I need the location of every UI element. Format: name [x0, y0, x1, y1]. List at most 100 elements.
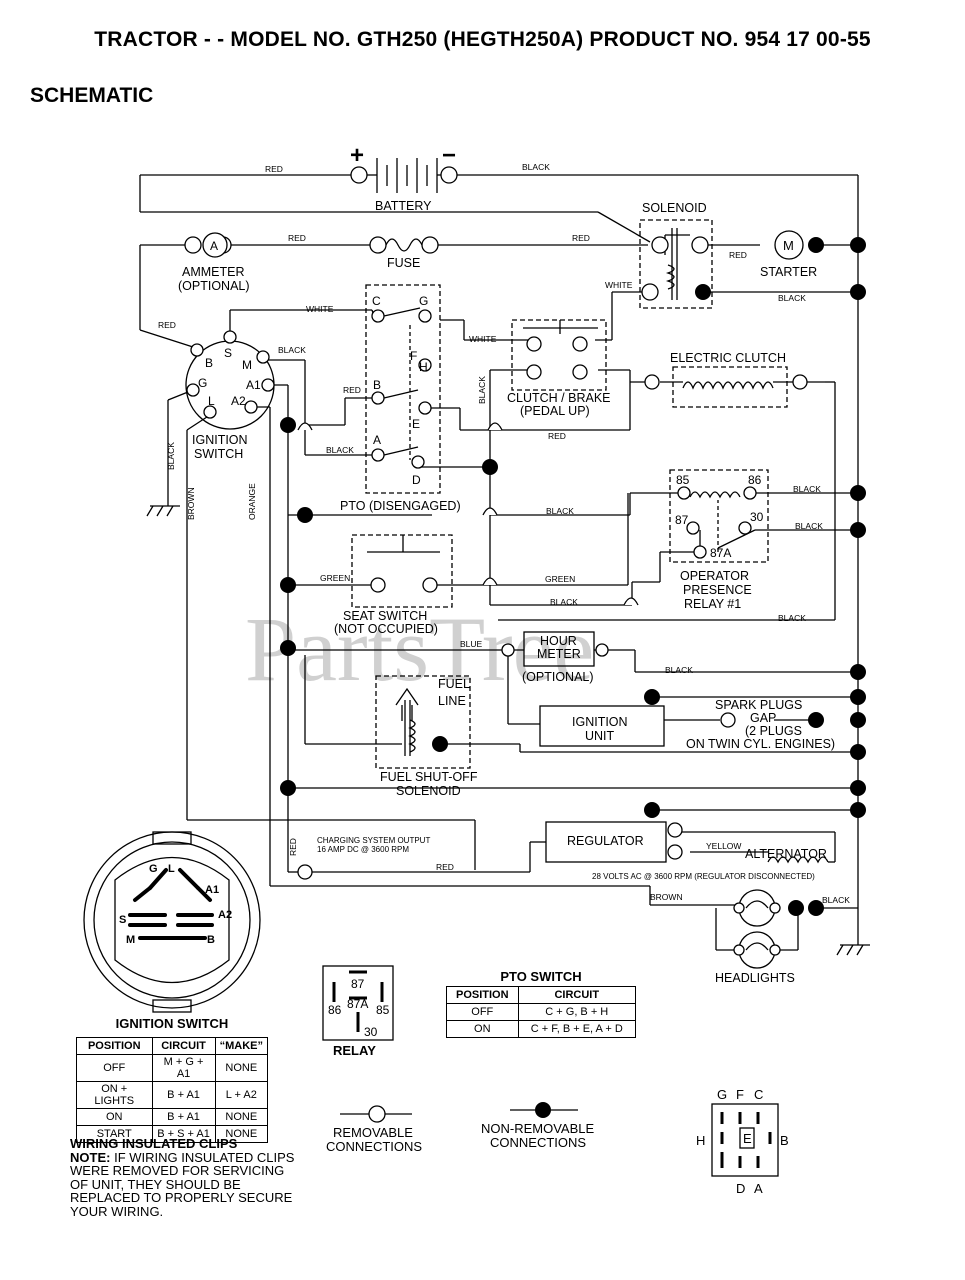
- pto-face-g: G: [717, 1087, 727, 1102]
- ign-terminal-g: G: [198, 376, 207, 390]
- pto-switch-label: PTO (DISENGAGED): [340, 499, 461, 513]
- table-cell: START: [76, 1125, 153, 1143]
- legend-nonremovable-2: CONNECTIONS: [490, 1135, 586, 1150]
- ign-face-a2: A2: [218, 909, 232, 921]
- table-cell: B + A1: [151, 1081, 216, 1109]
- relay-terminal-87: 87: [675, 513, 689, 527]
- charging-output-label: CHARGING SYSTEM OUTPUT: [317, 836, 430, 845]
- legend-removable: REMOVABLE: [333, 1125, 413, 1140]
- table-cell: B + S + A1: [151, 1125, 216, 1143]
- table-header: “MAKE”: [214, 1037, 269, 1055]
- pto-terminal-g: G: [419, 294, 428, 308]
- pto-terminal-a: A: [373, 433, 381, 447]
- table-cell: ON + LIGHTS: [76, 1081, 153, 1109]
- clutch-brake-label-2: (PEDAL UP): [520, 404, 590, 418]
- wire-label-black: BLACK: [522, 162, 550, 172]
- ignition-unit-label: IGNITION: [572, 715, 628, 729]
- relay-label: OPERATOR: [680, 569, 749, 583]
- table-cell: ON: [446, 1020, 519, 1038]
- relay-pin-87a: 87A: [347, 997, 368, 1011]
- wire-label-black: BLACK: [778, 613, 806, 623]
- pto-terminal-d: D: [412, 473, 421, 487]
- ign-terminal-l: L: [208, 394, 215, 408]
- wire-label-black: BLACK: [665, 665, 693, 675]
- table-header: POSITION: [446, 986, 519, 1004]
- pto-face-f: F: [736, 1087, 744, 1102]
- wire-label-black: BLACK: [778, 293, 806, 303]
- pto-face-e: E: [743, 1131, 752, 1146]
- wiring-note-text: IF WIRING INSULATED CLIPS WERE REMOVED F…: [70, 1149, 295, 1219]
- fuel-line-label-2: LINE: [438, 694, 466, 708]
- relay-label-3: RELAY #1: [684, 597, 741, 611]
- wire-label-white: WHITE: [605, 280, 633, 290]
- table-row: ON C + F, B + E, A + D: [446, 1020, 637, 1038]
- wire-label-red: RED: [436, 862, 454, 872]
- battery-positive-sign: +: [350, 142, 364, 169]
- schematic-heading: SCHEMATIC: [30, 84, 154, 107]
- table-header: CIRCUIT: [151, 1037, 216, 1055]
- alternator-note: 28 VOLTS AC @ 3600 RPM (REGULATOR DISCON…: [592, 872, 815, 881]
- ign-terminal-a1: A1: [246, 378, 261, 392]
- pto-face-h: H: [696, 1133, 705, 1148]
- battery-label: BATTERY: [375, 199, 432, 213]
- fuse-label: FUSE: [387, 256, 420, 270]
- starter-symbol: M: [783, 238, 794, 253]
- table-row: ON + LIGHTS B + A1 L + A2: [76, 1081, 269, 1109]
- wire-label-green: GREEN: [320, 573, 350, 583]
- seat-switch-label: SEAT SWITCH: [343, 609, 427, 623]
- wire-label-red: RED: [572, 233, 590, 243]
- wire-label-white: WHITE: [469, 334, 497, 344]
- wire-label-red: RED: [288, 233, 306, 243]
- ign-face-m: M: [126, 934, 135, 946]
- relay-terminal-86: 86: [748, 473, 762, 487]
- spark-plugs-label-3: (2 PLUGS: [745, 724, 802, 738]
- ign-terminal-a2: A2: [231, 394, 246, 408]
- table-cell: NONE: [214, 1054, 269, 1082]
- relay-pin-85: 85: [376, 1003, 390, 1017]
- table-cell: L + A2: [214, 1081, 269, 1109]
- wire-label-white: WHITE: [306, 304, 334, 314]
- wire-label-red: RED: [265, 164, 283, 174]
- pto-terminal-e: E: [412, 417, 420, 431]
- table-row: OFF C + G, B + H: [446, 1003, 637, 1021]
- ignition-table-title: IGNITION SWITCH: [115, 1016, 229, 1031]
- relay-terminal-87a: 87A: [710, 546, 731, 560]
- clutch-brake-label: CLUTCH / BRAKE: [507, 391, 611, 405]
- ign-face-b: B: [207, 934, 215, 946]
- electric-clutch-label: ELECTRIC CLUTCH: [670, 351, 786, 365]
- legend-removable-2: CONNECTIONS: [326, 1139, 422, 1154]
- table-row: ON B + A1 NONE: [76, 1108, 269, 1126]
- wire-label-yellow: YELLOW: [706, 841, 741, 851]
- table-row: START B + S + A1 NONE: [76, 1125, 269, 1143]
- wire-label-red: RED: [729, 250, 747, 260]
- fuel-solenoid-label: FUEL SHUT-OFF: [380, 770, 478, 784]
- wire-label-red: RED: [343, 385, 361, 395]
- relay-pin-86: 86: [328, 1003, 342, 1017]
- pto-face-a: A: [754, 1181, 763, 1196]
- ammeter-label: AMMETER: [182, 265, 245, 279]
- fuel-line-label: FUEL: [438, 677, 470, 691]
- page-title: TRACTOR - - MODEL NO. GTH250 (HEGTH250A)…: [94, 28, 871, 51]
- wire-label-green: GREEN: [545, 574, 575, 584]
- table-cell: C + F, B + E, A + D: [517, 1020, 637, 1038]
- wire-label-red: RED: [158, 320, 176, 330]
- spark-plugs-label: SPARK PLUGS: [715, 698, 802, 712]
- wire-label-black: BLACK: [278, 345, 306, 355]
- fuel-solenoid-label-2: SOLENOID: [396, 784, 461, 798]
- spark-plugs-label-4: ON TWIN CYL. ENGINES): [686, 737, 835, 751]
- ammeter-optional-label: (OPTIONAL): [178, 279, 250, 293]
- wire-label-black: BLACK: [822, 895, 850, 905]
- starter-label: STARTER: [760, 265, 817, 279]
- battery-negative-sign: −: [442, 142, 456, 169]
- ign-terminal-m: M: [242, 358, 252, 372]
- pto-switch-table: POSITION CIRCUIT OFF C + G, B + H ON C +…: [446, 986, 637, 1038]
- ign-face-l: L: [168, 863, 175, 875]
- wire-label-black: BLACK: [550, 597, 578, 607]
- pto-face-c: C: [754, 1087, 763, 1102]
- relay-diagram-title: RELAY: [333, 1043, 376, 1058]
- wire-label-black: BLACK: [166, 442, 176, 470]
- table-cell: NONE: [214, 1108, 269, 1126]
- table-cell: M + G + A1: [151, 1054, 216, 1082]
- wire-label-red: RED: [288, 838, 298, 856]
- table-cell: NONE: [214, 1125, 269, 1143]
